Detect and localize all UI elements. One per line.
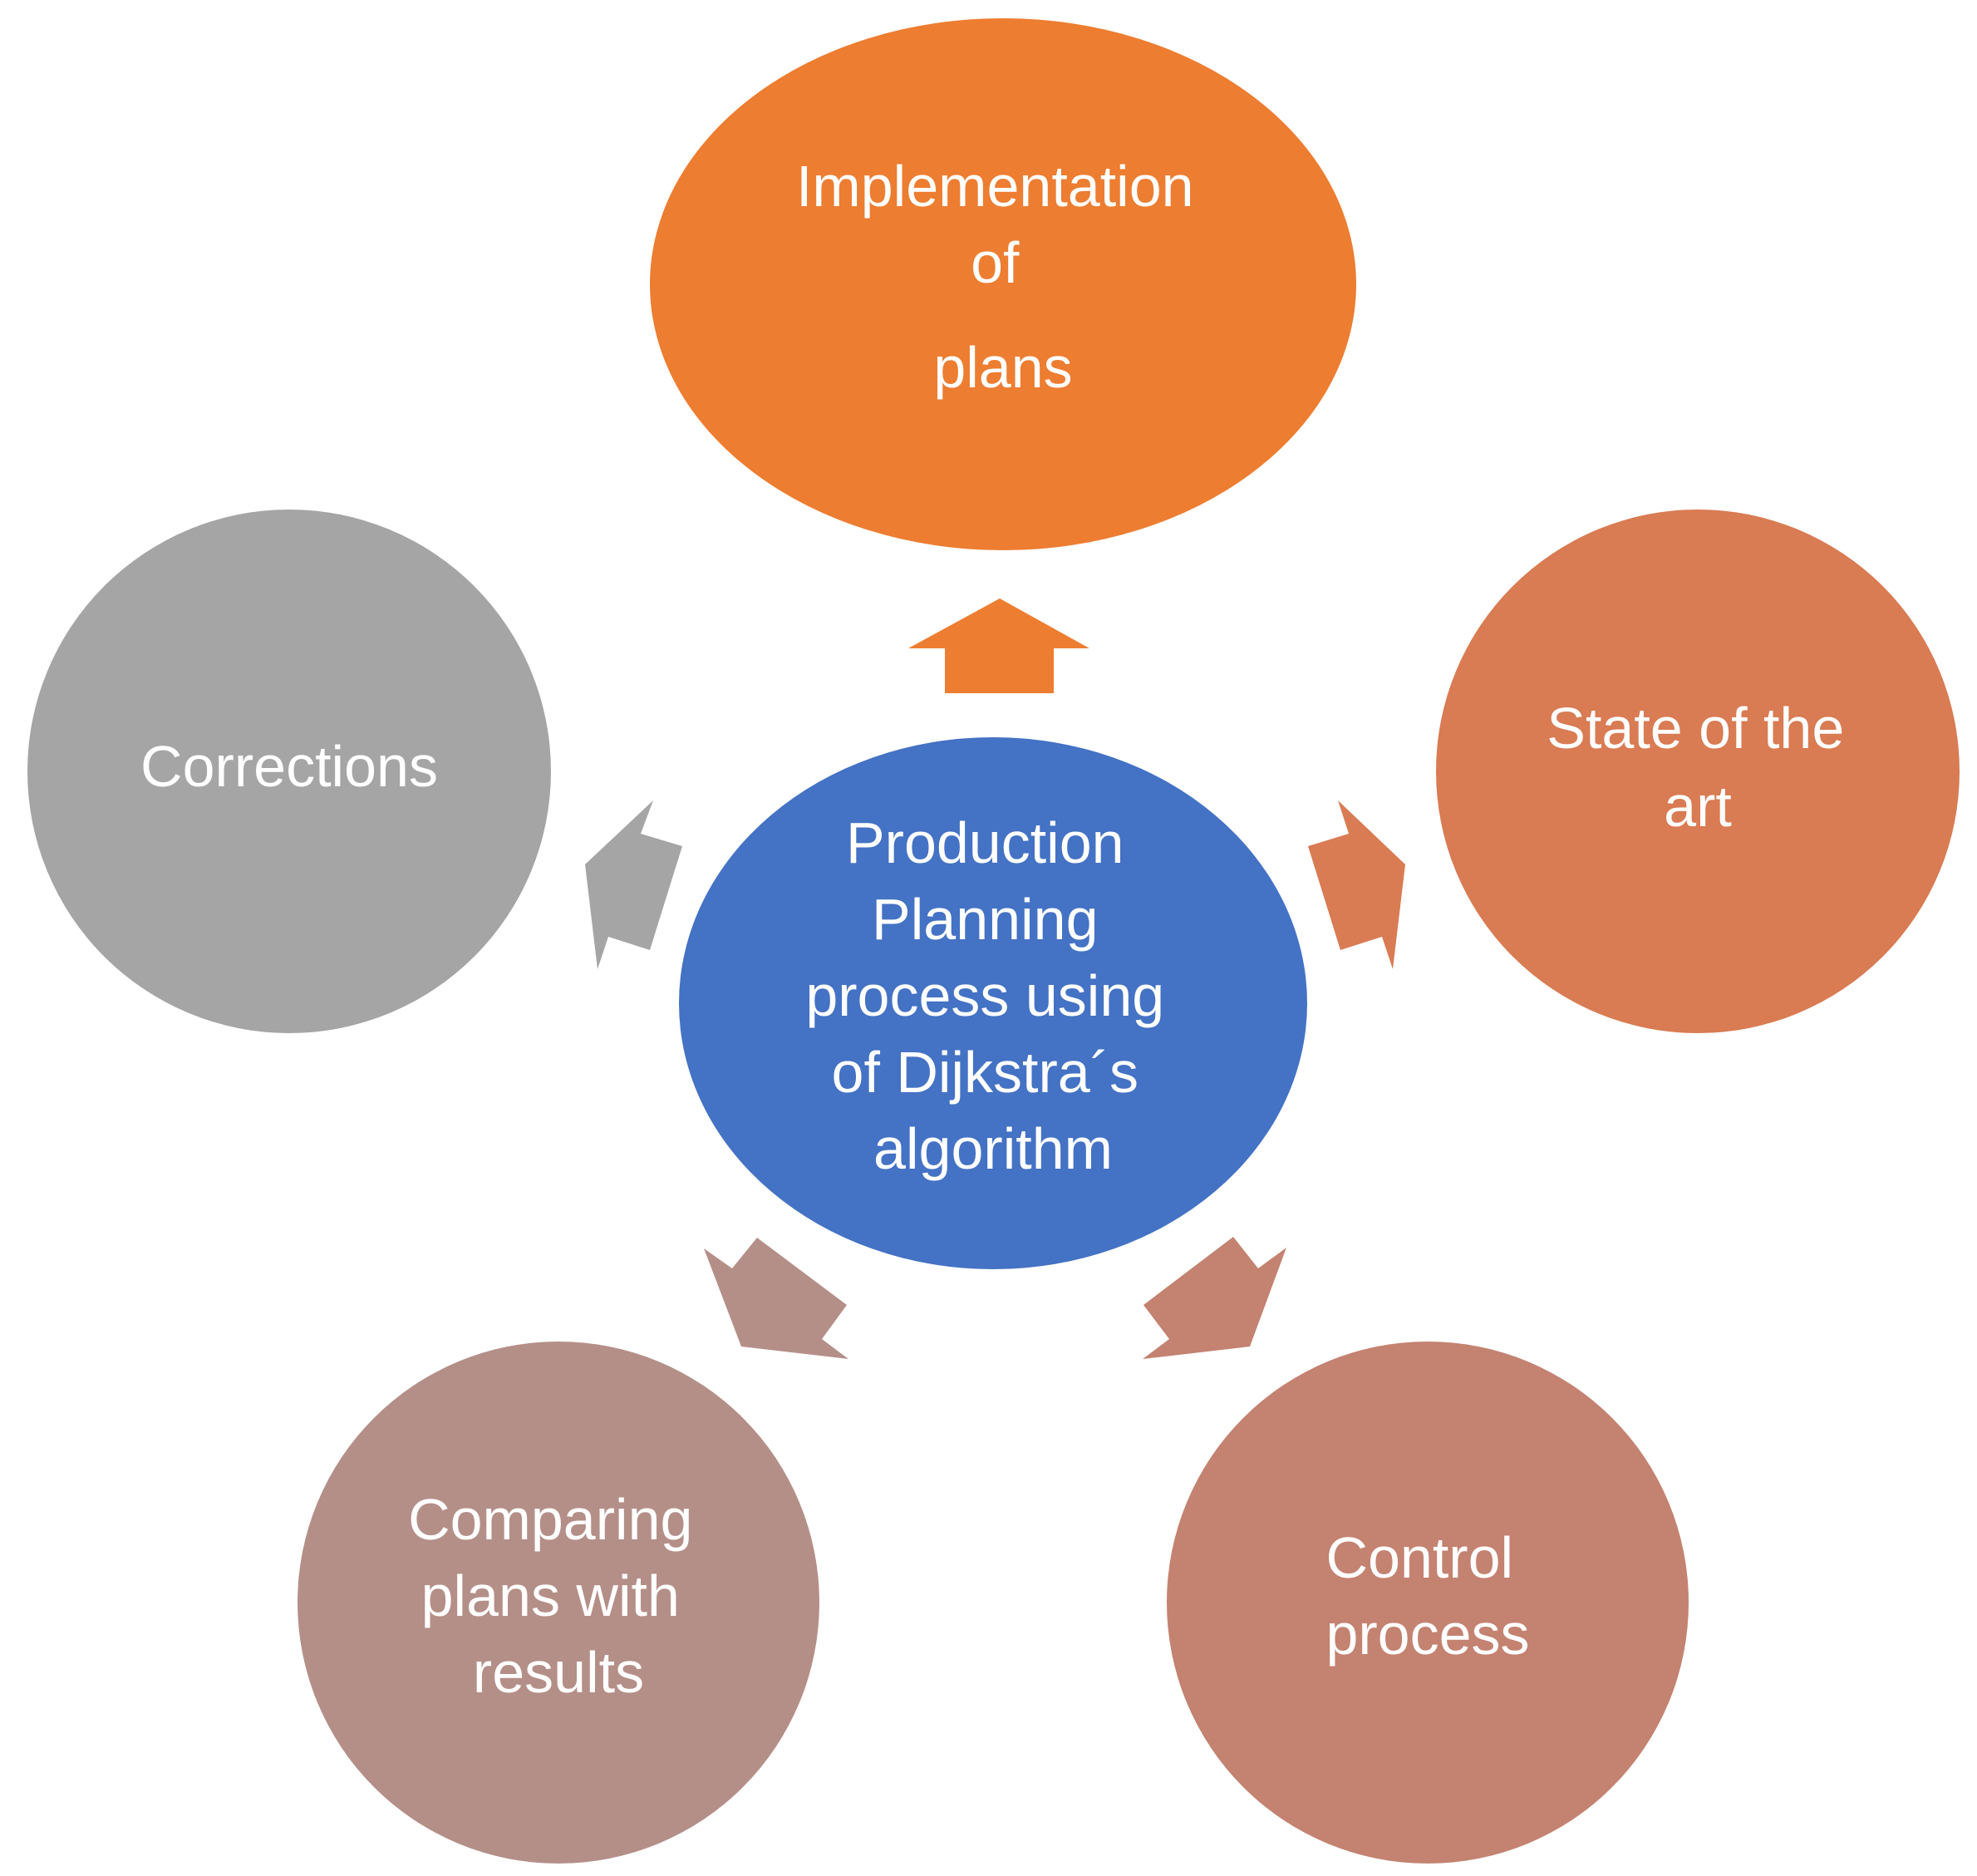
arrow-to-state: [1308, 800, 1405, 969]
comparing-line-1: Comparing: [408, 1487, 692, 1552]
arrow-to-implementation: [908, 598, 1089, 693]
center-line-5: algorithm: [873, 1116, 1113, 1181]
implementation-line-1: Implementation: [796, 154, 1194, 219]
center-line-3: process using: [805, 963, 1164, 1028]
control-line-2: process: [1325, 1602, 1529, 1667]
node-corrections: [27, 510, 551, 1033]
control-line-1: Control: [1325, 1525, 1513, 1590]
implementation-line-3: plans: [933, 335, 1072, 400]
arrow-to-comparing: [704, 1238, 848, 1359]
state-line-1: State of the: [1547, 696, 1844, 761]
node-center: [679, 737, 1307, 1269]
center-line-2: Planning: [872, 887, 1098, 952]
arrow-to-control: [1143, 1237, 1286, 1359]
comparing-line-2: plans with: [421, 1563, 680, 1628]
control-label: Control process: [1325, 1525, 1529, 1667]
comparing-label: Comparing plans with results: [408, 1487, 709, 1705]
state-label: State of the art: [1547, 696, 1861, 839]
arrow-to-corrections: [585, 800, 682, 969]
node-state: [1436, 510, 1960, 1033]
node-comparing: [298, 1342, 819, 1864]
state-line-2: art: [1664, 774, 1732, 839]
implementation-label: Implementation of plans: [796, 154, 1210, 400]
node-control: [1167, 1342, 1689, 1864]
center-label: Production Planning process using of Dij…: [805, 810, 1180, 1181]
implementation-line-2: of: [971, 230, 1020, 295]
node-implementation: [650, 18, 1356, 550]
corrections-line-1: Corrections: [140, 734, 438, 799]
corrections-label: Corrections: [140, 734, 438, 799]
center-line-1: Production: [846, 810, 1124, 875]
center-line-4: of Dijkstra´s: [832, 1040, 1138, 1105]
comparing-line-3: results: [473, 1640, 644, 1705]
